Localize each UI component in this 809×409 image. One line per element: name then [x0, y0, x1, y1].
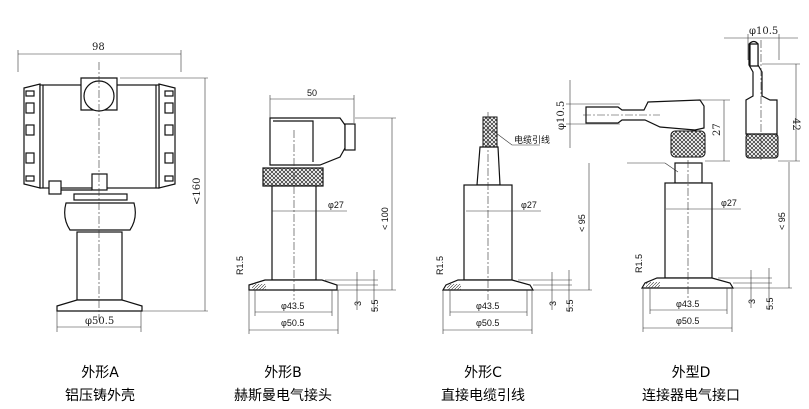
- dim-d-angle-h: 27: [712, 123, 723, 136]
- variant-a-subtitle: 铝压铸外壳: [65, 388, 135, 404]
- variant-b-title: 外形B: [264, 365, 302, 381]
- variant-c-drawing: 电缆引线 φ27 < 95 R1.5 3 5.5 φ43.5 φ50.5: [435, 112, 592, 334]
- dim-b-outer: φ50.5: [281, 318, 304, 328]
- dim-b-stem: φ27: [328, 200, 344, 210]
- dim-d-inner: φ43.5: [676, 299, 699, 309]
- variant-b-drawing: 50 φ27 < 100 R1.5 3 5.5 φ43.5 φ50.5: [235, 88, 396, 334]
- caption-variant-b: 外形B 赫斯曼电气接头: [203, 362, 363, 405]
- dim-d-radius: R1.5: [634, 254, 644, 273]
- dim-c-t2: 5.5: [565, 299, 575, 312]
- caption-variant-a: 外形A 铝压铸外壳: [20, 362, 180, 405]
- variant-a-title: 外形A: [81, 365, 119, 381]
- variant-c-title: 外形C: [464, 365, 502, 381]
- dim-c-stem: φ27: [521, 200, 537, 210]
- dim-b-width: 50: [307, 88, 317, 98]
- dim-b-t1: 3: [353, 301, 363, 306]
- dim-d-plug-h: 42: [790, 118, 801, 131]
- dim-c-radius: R1.5: [435, 256, 445, 275]
- dim-c-outer: φ50.5: [476, 318, 499, 328]
- dim-c-t1: 3: [548, 301, 558, 306]
- dim-b-radius: R1.5: [235, 256, 245, 275]
- caption-variant-c: 外形C 直接电缆引线: [403, 362, 563, 405]
- variant-c-subtitle: 直接电缆引线: [441, 388, 525, 404]
- dim-d-plug-dia-v: φ10.5: [749, 26, 778, 37]
- dim-c-inner: φ43.5: [476, 301, 499, 311]
- variant-d-subtitle: 连接器电气接口: [642, 388, 740, 404]
- dim-a-flange: φ50.5: [85, 316, 114, 327]
- dim-d-outer: φ50.5: [676, 316, 699, 326]
- dim-a-width: 98: [92, 42, 105, 53]
- dim-d-height: < 95: [777, 212, 787, 230]
- variant-d-title: 外型D: [671, 365, 711, 381]
- dim-d-t1: 3: [747, 299, 757, 304]
- dim-b-height: < 100: [380, 207, 390, 230]
- dim-a-height: <160: [192, 178, 203, 205]
- variant-a-drawing: 98 <160 φ50.5: [17, 42, 208, 332]
- caption-variant-d: 外型D 连接器电气接口: [611, 362, 771, 405]
- dim-b-t2: 5.5: [370, 299, 380, 312]
- dim-d-plug-dia-h: φ10.5: [556, 101, 567, 130]
- variant-b-subtitle: 赫斯曼电气接头: [234, 388, 332, 404]
- dim-b-inner: φ43.5: [281, 301, 304, 311]
- dim-c-cable-label: 电缆引线: [514, 134, 550, 145]
- dim-d-stem: φ27: [721, 198, 737, 208]
- dim-c-height: < 95: [577, 214, 587, 232]
- variant-d-drawing: φ10.5 27 φ10.5 42 φ27 < 95 R1.5 3 5.5 φ4…: [556, 26, 801, 332]
- dim-d-t2: 5.5: [765, 297, 775, 310]
